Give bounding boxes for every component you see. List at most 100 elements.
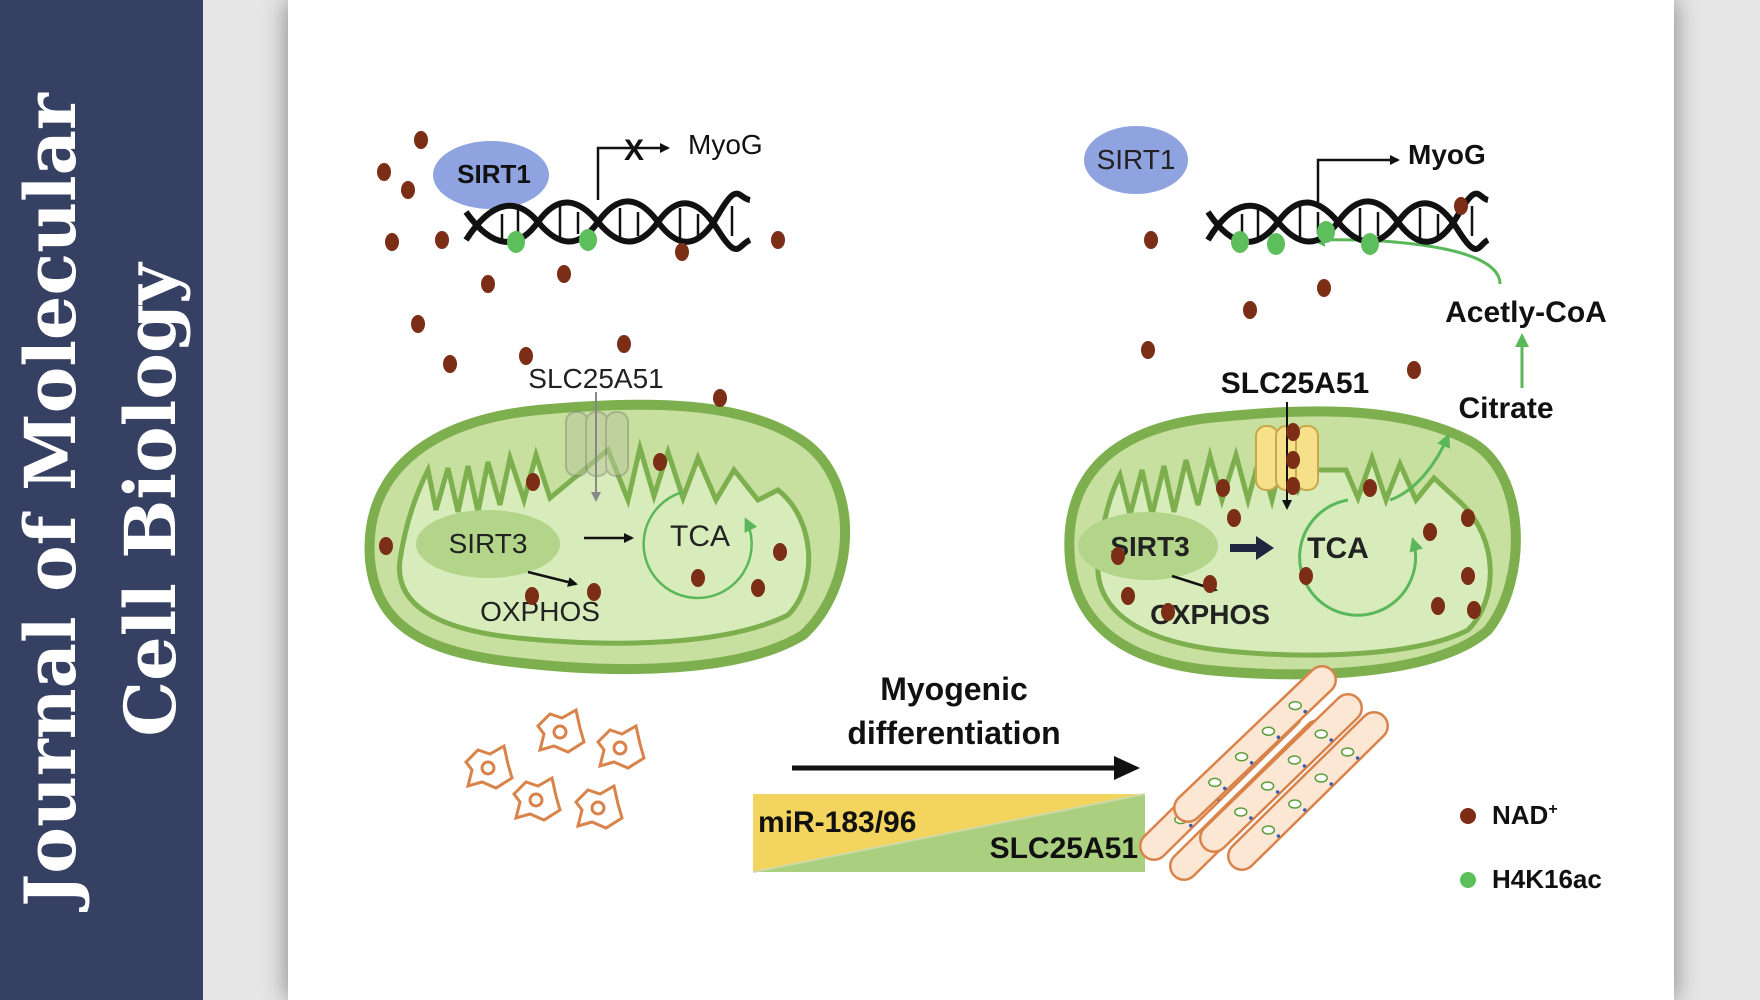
nad-dot bbox=[481, 275, 495, 293]
myotube-dot bbox=[1249, 816, 1253, 820]
nad-dot bbox=[1299, 567, 1313, 585]
left-slc25a51-label: SLC25A51 bbox=[528, 363, 663, 394]
nad-dot bbox=[1407, 361, 1421, 379]
left-block-mark: X bbox=[624, 134, 644, 167]
myoblast-outline bbox=[512, 775, 562, 822]
left-sirt3-blob bbox=[416, 510, 560, 578]
journal-title-line-1: Journal of Molecular bbox=[9, 93, 92, 907]
left-promoter-arrow bbox=[596, 143, 670, 200]
myoblast-outline bbox=[536, 707, 586, 754]
myotube-dot bbox=[1275, 790, 1280, 794]
left-sirt3-to-oxphos-arrow bbox=[527, 570, 578, 587]
myotube-body bbox=[1201, 695, 1361, 851]
expression-gradient-bar bbox=[752, 793, 1146, 873]
left-sirt1-label: SIRT1 bbox=[457, 159, 531, 189]
left-mitochondrion: SIRT3 TCA OXPHOS bbox=[364, 392, 850, 674]
nad-dot bbox=[1227, 509, 1241, 527]
myotube-dot bbox=[1302, 764, 1307, 768]
nad-dot bbox=[526, 473, 540, 491]
nad-dot bbox=[377, 163, 391, 181]
gradient-left-label: miR-183/96 bbox=[758, 806, 916, 839]
myoblast-outline bbox=[464, 743, 514, 790]
myotube-body bbox=[1229, 713, 1387, 869]
myoblast-nucleus bbox=[590, 800, 606, 816]
myoblast-cells bbox=[464, 707, 646, 830]
nad-dot bbox=[1423, 523, 1437, 541]
journal-band: Journal of Molecular Cell Biology bbox=[0, 0, 203, 1000]
h4k16ac-mark bbox=[1267, 233, 1285, 255]
myoblast-nucleus bbox=[612, 740, 628, 756]
journal-title-line-2: Cell Biology bbox=[109, 263, 192, 737]
nad-dot bbox=[414, 131, 428, 149]
nad-dot bbox=[557, 265, 571, 283]
nad-dot bbox=[1144, 231, 1158, 249]
figure-page: SIRT3 TCA OXPHOS SLC25A51 SIRT1 bbox=[288, 0, 1674, 1000]
left-nad-dots bbox=[377, 131, 787, 605]
nad-dot bbox=[1286, 423, 1300, 441]
myoblast-nucleus bbox=[480, 760, 496, 776]
legend: NAD+ H4K16ac bbox=[1460, 800, 1602, 894]
myotube-nucleus bbox=[1208, 777, 1222, 788]
myotube-nucleus bbox=[1288, 799, 1302, 809]
h4k16ac-mark bbox=[1361, 233, 1379, 255]
journal-title: Journal of Molecular Cell Biology bbox=[1, 10, 201, 990]
nad-dot bbox=[1431, 597, 1445, 615]
myotube-dot bbox=[1249, 761, 1254, 765]
nad-dot bbox=[1141, 341, 1155, 359]
myotube-dot bbox=[1223, 786, 1227, 791]
gradient-right-label: SLC25A51 bbox=[990, 832, 1138, 865]
legend-h4k16ac-label: H4K16ac bbox=[1492, 864, 1602, 894]
nad-dot bbox=[385, 233, 399, 251]
nad-dot bbox=[653, 453, 667, 471]
left-tca-cycle bbox=[642, 490, 758, 600]
nad-dot bbox=[1216, 479, 1230, 497]
nad-dot bbox=[1363, 479, 1377, 497]
nad-dot bbox=[401, 181, 415, 199]
left-sirt1-blob bbox=[433, 141, 549, 209]
right-mitochondrion: SIRT3 TCA OXPHOS bbox=[1064, 402, 1521, 680]
differentiation-arrowhead bbox=[1114, 756, 1140, 780]
myotube-dot bbox=[1355, 756, 1360, 760]
nad-dot bbox=[587, 583, 601, 601]
right-sirt1-blob bbox=[1084, 126, 1188, 194]
myotube-nucleus bbox=[1287, 755, 1302, 765]
myotube-nucleus bbox=[1261, 825, 1276, 835]
right-tca-label: TCA bbox=[1307, 532, 1369, 565]
myotube-bundle bbox=[1139, 665, 1389, 881]
right-h4k16ac-marks bbox=[1231, 221, 1379, 255]
nad-dot bbox=[691, 569, 705, 587]
myotube-body bbox=[1175, 667, 1335, 821]
nad-dot bbox=[1461, 509, 1475, 527]
right-nad-dots bbox=[1111, 197, 1481, 621]
myotube-dot bbox=[1276, 735, 1281, 739]
myotube-nucleus bbox=[1314, 773, 1328, 783]
transition-label-line-2: differentiation bbox=[847, 715, 1060, 751]
nad-dot bbox=[379, 537, 393, 555]
nad-dot bbox=[1161, 603, 1175, 621]
nad-dot bbox=[1203, 575, 1217, 593]
right-sirt1-label: SIRT1 bbox=[1097, 144, 1176, 175]
transition-label-line-1: Myogenic bbox=[880, 671, 1028, 707]
transition-group: Myogenic differentiation miR-183/96 SLC2… bbox=[752, 671, 1146, 873]
nad-dot bbox=[675, 243, 689, 261]
nad-dot bbox=[411, 315, 425, 333]
left-sirt3-label: SIRT3 bbox=[449, 528, 528, 559]
left-panel: SIRT3 TCA OXPHOS SLC25A51 SIRT1 bbox=[364, 129, 850, 830]
h4k16ac-mark bbox=[1317, 221, 1335, 243]
myotube-dot bbox=[1276, 834, 1281, 838]
nad-dot bbox=[751, 579, 765, 597]
right-tca-cycle bbox=[1298, 498, 1423, 617]
nad-dot bbox=[1111, 547, 1125, 565]
nad-dot bbox=[1454, 197, 1468, 215]
acetyl-coa-label: Acetly-CoA bbox=[1445, 296, 1607, 329]
nad-dot bbox=[1317, 279, 1331, 297]
myotube-dot bbox=[1329, 782, 1333, 786]
myoblast-outline bbox=[596, 723, 646, 770]
acetyl-coa-to-dna-arrow bbox=[1311, 232, 1502, 285]
right-myog-label: MyoG bbox=[1408, 139, 1486, 170]
nad-dot bbox=[1286, 451, 1300, 469]
nad-dot bbox=[443, 355, 457, 373]
myoblast-nucleus bbox=[528, 792, 544, 808]
nad-dot bbox=[435, 231, 449, 249]
nad-dot bbox=[771, 231, 785, 249]
